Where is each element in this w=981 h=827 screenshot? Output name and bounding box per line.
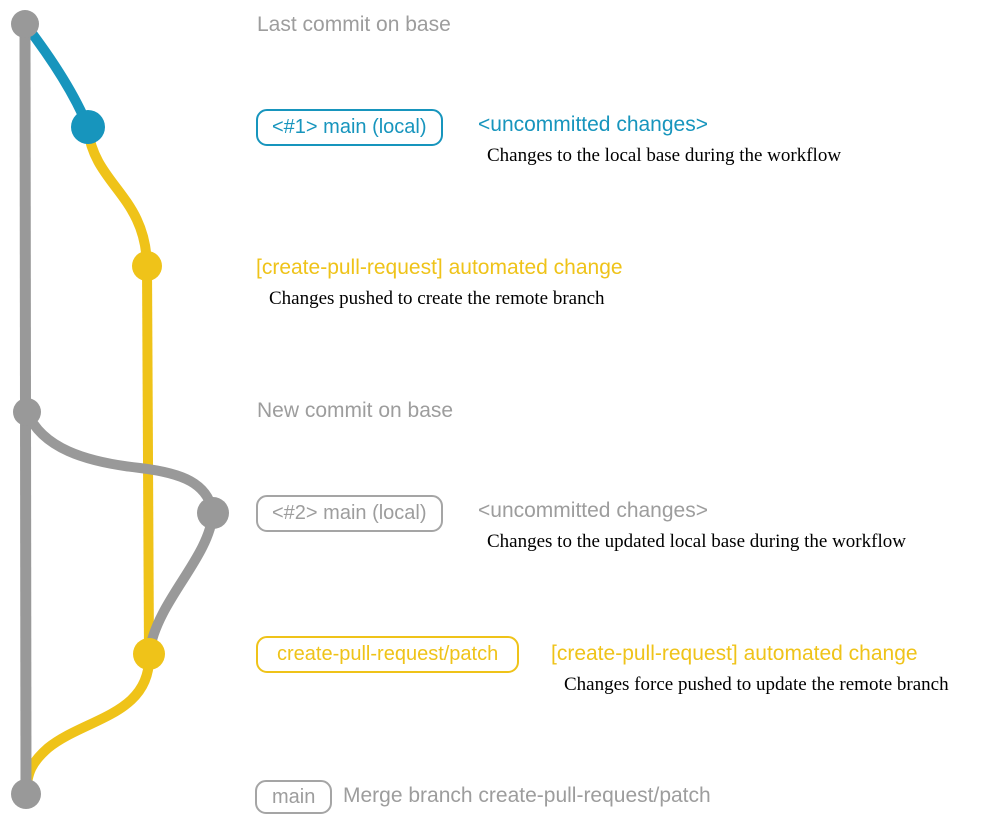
branch-badge-main-local-2: <#2> main (local) bbox=[256, 495, 443, 532]
uncommitted-changes-title-1: <uncommitted changes> bbox=[478, 113, 708, 136]
commit-dot-merge bbox=[11, 779, 41, 809]
automated-change-desc-1: Changes pushed to create the remote bran… bbox=[269, 288, 605, 309]
branch-badge-main-local-1: <#1> main (local) bbox=[256, 109, 443, 146]
uncommitted-changes-desc-1: Changes to the local base during the wor… bbox=[487, 145, 842, 166]
commit-dot-main-local-2 bbox=[197, 497, 229, 529]
uncommitted-changes-title-2: <uncommitted changes> bbox=[478, 499, 708, 522]
edge-force-push-update-branch bbox=[145, 512, 218, 650]
branch-line-create-pull-request bbox=[142, 265, 154, 655]
merge-commit-label: Merge branch create-pull-request/patch bbox=[343, 784, 711, 807]
commit-dot-last-base bbox=[11, 10, 39, 38]
edge-merge-into-main bbox=[21, 653, 155, 795]
branch-badge-create-pull-request-patch: create-pull-request/patch bbox=[256, 636, 520, 673]
edge-uncommitted-changes-2 bbox=[22, 409, 218, 515]
edge-uncommitted-changes-1 bbox=[21, 20, 93, 129]
commit-dot-create-pull-request-2 bbox=[133, 638, 165, 670]
automated-change-title-1: [create-pull-request] automated change bbox=[256, 256, 623, 279]
commit-dot-main-local-1 bbox=[71, 110, 105, 144]
edge-push-create-branch bbox=[83, 129, 152, 267]
branch-badge-main: main bbox=[255, 780, 333, 814]
commit-dot-create-pull-request-1 bbox=[132, 251, 162, 281]
automated-change-title-2: [create-pull-request] automated change bbox=[551, 642, 918, 665]
new-commit-label: New commit on base bbox=[257, 399, 454, 422]
uncommitted-changes-desc-2: Changes to the updated local base during… bbox=[487, 531, 906, 552]
commit-dot-new-base bbox=[13, 398, 41, 426]
last-commit-label: Last commit on base bbox=[257, 13, 451, 36]
automated-change-desc-2: Changes force pushed to update the remot… bbox=[564, 674, 949, 695]
